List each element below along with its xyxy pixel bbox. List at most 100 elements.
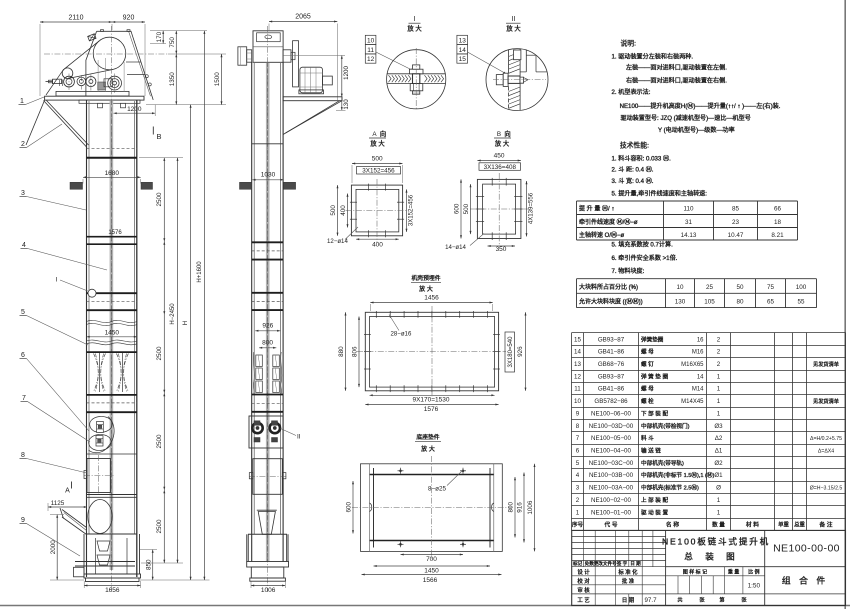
svg-text:800: 800 xyxy=(262,340,273,347)
svg-text:2: 2 xyxy=(717,336,721,343)
svg-text:备 注: 备 注 xyxy=(819,521,832,529)
svg-text:3: 3 xyxy=(576,485,580,492)
svg-text:螺 栓: 螺 栓 xyxy=(641,397,654,405)
svg-text:2065: 2065 xyxy=(295,14,311,21)
svg-text:见发货清单: 见发货清单 xyxy=(813,360,839,368)
svg-text:170: 170 xyxy=(156,31,163,42)
svg-text:中部机壳(标准节 2.5Ⓜ): 中部机壳(标准节 2.5Ⓜ) xyxy=(641,484,699,492)
svg-text:校 对: 校 对 xyxy=(577,577,590,585)
svg-text:1125: 1125 xyxy=(51,500,65,507)
svg-text:组 合 件: 组 合 件 xyxy=(782,575,828,586)
svg-text:2: 2 xyxy=(576,497,580,504)
svg-text:926: 926 xyxy=(262,323,273,330)
svg-text:大块料所占百分比 (%): 大块料所占百分比 (%) xyxy=(579,283,638,291)
svg-text:NE100-00-00: NE100-00-00 xyxy=(773,543,840,555)
svg-text:NE100−03D−00: NE100−03D−00 xyxy=(589,423,634,430)
svg-text:2110: 2110 xyxy=(68,15,83,22)
svg-text:50: 50 xyxy=(736,284,744,291)
svg-text:底座垫件: 底座垫件 xyxy=(416,433,439,441)
svg-text:3. 斗 宽: 0.4 Ⓜ.: 3. 斗 宽: 0.4 Ⓜ. xyxy=(612,177,654,185)
svg-text:450: 450 xyxy=(494,153,505,160)
svg-text:GB93−87: GB93−87 xyxy=(598,336,625,343)
svg-text:1: 1 xyxy=(576,509,580,516)
svg-text:B: B xyxy=(497,131,501,138)
svg-text:第: 第 xyxy=(719,596,724,604)
svg-text:2: 2 xyxy=(717,361,721,368)
svg-text:数 量: 数 量 xyxy=(712,521,725,529)
svg-text:放 大: 放 大 xyxy=(495,139,510,148)
svg-text:1450: 1450 xyxy=(105,330,120,337)
svg-text:更改文件号: 更改文件号 xyxy=(594,560,617,567)
svg-text:日 期: 日 期 xyxy=(622,597,634,604)
svg-text:14: 14 xyxy=(697,374,704,380)
svg-text:螺 钉: 螺 钉 xyxy=(641,360,654,368)
svg-text:75: 75 xyxy=(767,284,775,291)
svg-text:8−ø25: 8−ø25 xyxy=(428,486,447,493)
svg-text:NE100——提升机高度H(Ⓜ)——提升量(↑↑/ ↑: NE100——提升机高度H(Ⓜ)——提升量(↑↑/ ↑ )——左(右)装. xyxy=(620,102,781,110)
svg-text:8: 8 xyxy=(576,423,580,430)
svg-text:NE100−03C−00: NE100−03C−00 xyxy=(589,460,634,467)
svg-text:提 升 量 Ⓜ/ ↑: 提 升 量 Ⓜ/ ↑ xyxy=(579,205,614,213)
svg-text:签 字: 签 字 xyxy=(617,560,628,566)
svg-text:1: 1 xyxy=(717,398,721,405)
svg-text:1566: 1566 xyxy=(423,577,438,584)
svg-text:共: 共 xyxy=(677,596,682,604)
svg-text:总重: 总重 xyxy=(794,521,805,529)
svg-text:张: 张 xyxy=(741,596,747,604)
svg-text:上 部 装 配: 上 部 装 配 xyxy=(641,496,668,504)
svg-text:I: I xyxy=(414,16,416,23)
svg-text:放 大: 放 大 xyxy=(421,445,435,453)
svg-text:1450: 1450 xyxy=(424,568,439,575)
svg-text:II: II xyxy=(512,16,516,23)
svg-text:螺 母: 螺 母 xyxy=(641,385,654,393)
svg-text:16: 16 xyxy=(697,337,704,343)
svg-text:料 斗: 料 斗 xyxy=(641,434,654,442)
svg-text:14: 14 xyxy=(459,47,467,54)
svg-text:14.13: 14.13 xyxy=(681,232,697,239)
svg-text:II: II xyxy=(297,434,301,441)
svg-text:100: 100 xyxy=(796,284,807,291)
svg-text:10: 10 xyxy=(676,284,684,291)
svg-text:Δ1: Δ1 xyxy=(715,448,723,455)
svg-text:GB41−86: GB41−86 xyxy=(598,386,625,393)
svg-text:1:50: 1:50 xyxy=(748,583,761,590)
svg-text:15: 15 xyxy=(459,56,467,63)
svg-text:Δ=H/0.2+5.75: Δ=H/0.2+5.75 xyxy=(810,436,842,442)
svg-text:1500: 1500 xyxy=(214,72,221,87)
svg-text:Ø1: Ø1 xyxy=(714,472,723,479)
svg-text:序号: 序号 xyxy=(572,521,584,529)
svg-text:800: 800 xyxy=(508,501,515,512)
svg-text:10: 10 xyxy=(574,398,581,405)
svg-text:3X136=408: 3X136=408 xyxy=(484,164,517,171)
svg-text:1006: 1006 xyxy=(527,500,534,515)
svg-text:左装——面对进料口,驱动装置在左侧.: 左装——面对进料口,驱动装置在左侧. xyxy=(626,64,727,72)
svg-text:见发货清单: 见发货清单 xyxy=(813,397,839,405)
svg-text:1. 驱动装置分左装和右装两种.: 1. 驱动装置分左装和右装两种. xyxy=(612,53,694,61)
svg-text:M14: M14 xyxy=(692,387,704,393)
svg-text:张: 张 xyxy=(699,596,705,604)
svg-text:中部机壳(带检视门): 中部机壳(带检视门) xyxy=(641,422,690,430)
svg-text:130: 130 xyxy=(675,299,686,306)
svg-text:Δ2: Δ2 xyxy=(715,435,723,442)
svg-text:850: 850 xyxy=(145,559,152,570)
svg-text:M14X45: M14X45 xyxy=(681,399,704,405)
svg-text:1200: 1200 xyxy=(343,66,350,80)
svg-text:85: 85 xyxy=(732,206,740,213)
svg-text:Δ=ΔX4: Δ=ΔX4 xyxy=(818,449,834,455)
svg-text:9: 9 xyxy=(21,517,25,524)
svg-text:1680: 1680 xyxy=(105,170,120,177)
svg-text:1030: 1030 xyxy=(261,172,276,179)
svg-text:日 期: 日 期 xyxy=(630,561,641,567)
svg-text:350: 350 xyxy=(496,246,507,253)
svg-text:55: 55 xyxy=(797,299,805,306)
svg-text:2500: 2500 xyxy=(156,519,163,534)
svg-text:5. 提升量,牵引件线速度和主轴转速:: 5. 提升量,牵引件线速度和主轴转速: xyxy=(612,190,708,198)
svg-text:设 计: 设 计 xyxy=(577,568,590,576)
svg-text:1576: 1576 xyxy=(108,230,122,236)
svg-text:中部机壳(带导轨): 中部机壳(带导轨) xyxy=(641,459,684,467)
svg-text:放 大: 放 大 xyxy=(419,285,433,293)
svg-text:中部机壳(非标节 1.5Ⓜ),1 (Ⓜ): 中部机壳(非标节 1.5Ⓜ),1 (Ⓜ) xyxy=(641,471,714,479)
svg-text:弹 簧 垫 圈: 弹 簧 垫 圈 xyxy=(641,372,668,380)
svg-text:3X152=456: 3X152=456 xyxy=(407,194,414,226)
svg-text:2500: 2500 xyxy=(156,434,163,449)
